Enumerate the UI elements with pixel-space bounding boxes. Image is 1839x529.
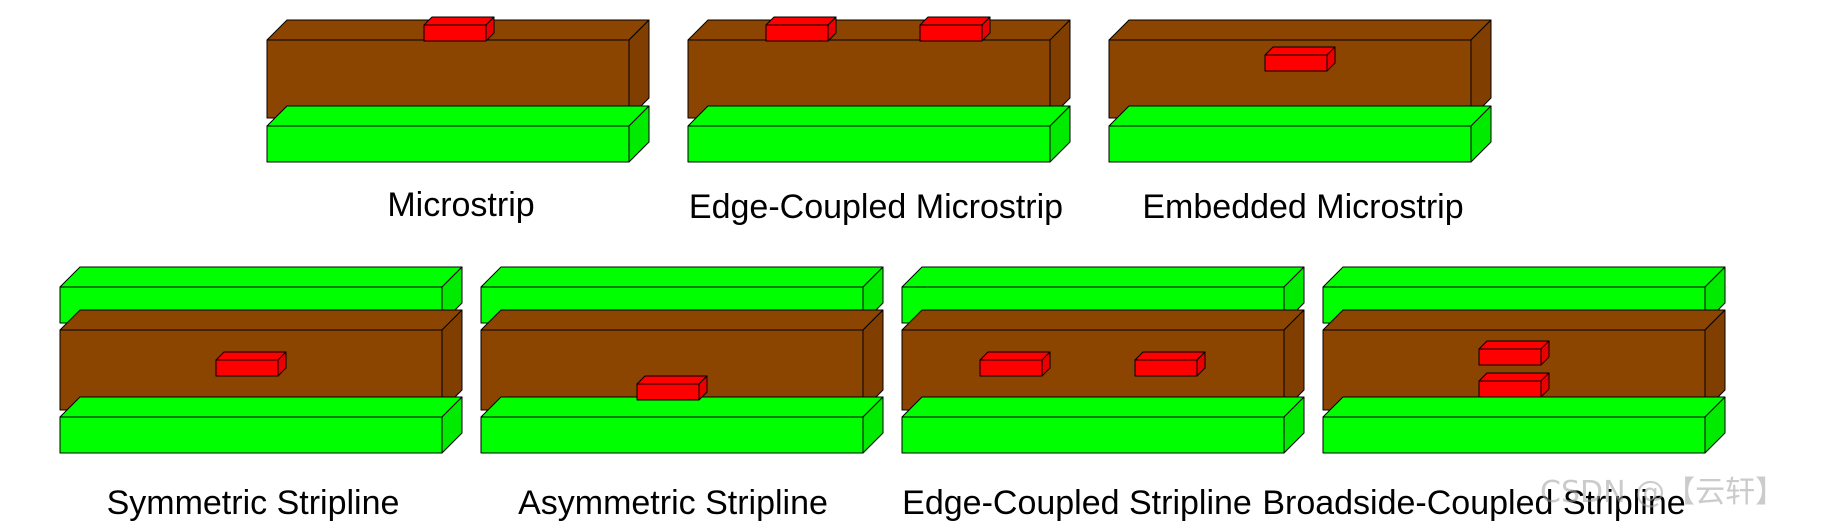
label-microstrip: Microstrip: [387, 186, 535, 224]
top-face: [266, 105, 650, 127]
front-face: [901, 416, 1285, 454]
top-face: [1478, 340, 1550, 350]
signal-trace-right: [919, 16, 991, 42]
label-edge-coupled-microstrip: Edge-Coupled Microstrip: [688, 188, 1064, 226]
signal-trace: [215, 351, 287, 377]
signal-trace: [1264, 46, 1336, 72]
top-face: [1134, 351, 1206, 361]
label-asymmetric-stripline: Asymmetric Stripline: [518, 484, 828, 522]
top-face: [59, 309, 463, 331]
dielectric-layer: [480, 309, 884, 411]
diagram-symmetric-stripline: [59, 266, 463, 454]
diagram-asymmetric-stripline: [480, 266, 884, 454]
front-face: [765, 24, 829, 42]
top-face: [919, 16, 991, 26]
diagram-embedded-microstrip: [1108, 19, 1492, 163]
top-face: [901, 396, 1305, 418]
diagram-broadside-coupled-stripline: [1322, 266, 1726, 454]
dielectric-layer: [687, 19, 1071, 119]
bottom-ground-plane: [1322, 396, 1726, 454]
front-face: [1478, 348, 1542, 366]
signal-trace-left: [979, 351, 1051, 377]
top-face: [979, 351, 1051, 361]
front-face: [979, 359, 1043, 377]
front-face: [919, 24, 983, 42]
diagram-microstrip: [266, 16, 650, 163]
top-face: [423, 16, 495, 26]
front-face: [1264, 54, 1328, 72]
bottom-ground-plane: [901, 396, 1305, 454]
front-face: [480, 416, 864, 454]
top-face: [901, 309, 1305, 331]
top-face: [1264, 46, 1336, 56]
dielectric-layer: [266, 19, 650, 119]
front-face: [423, 24, 487, 42]
bottom-ground-plane: [59, 396, 463, 454]
top-face: [687, 105, 1071, 127]
top-face: [59, 396, 463, 418]
top-face: [765, 16, 837, 26]
front-face: [636, 383, 700, 401]
top-face: [1108, 105, 1492, 127]
signal-trace-right: [1134, 351, 1206, 377]
front-face: [687, 125, 1051, 163]
signal-trace-upper: [1478, 340, 1550, 366]
ground-plane: [687, 105, 1071, 163]
diagram-edge-coupled-stripline: [901, 266, 1305, 454]
ground-plane: [266, 105, 650, 163]
front-face: [266, 125, 630, 163]
top-face: [1108, 19, 1492, 41]
front-face: [59, 416, 443, 454]
ground-plane: [1108, 105, 1492, 163]
top-face: [480, 309, 884, 331]
dielectric-layer: [901, 309, 1305, 411]
signal-trace-left: [765, 16, 837, 42]
top-face: [1322, 309, 1726, 331]
front-face: [1108, 125, 1472, 163]
top-face: [901, 266, 1305, 288]
front-face: [1134, 359, 1198, 377]
label-symmetric-stripline: Symmetric Stripline: [106, 484, 400, 522]
top-face: [1322, 396, 1726, 418]
front-face: [1322, 416, 1706, 454]
top-face: [215, 351, 287, 361]
dielectric-layer: [1322, 309, 1726, 411]
top-face: [1478, 372, 1550, 382]
label-edge-coupled-stripline: Edge-Coupled Stripline: [902, 484, 1252, 522]
label-broadside-coupled-stripline: Broadside-Coupled Stripline: [1262, 484, 1686, 522]
dielectric-layer: [1108, 19, 1492, 119]
bottom-ground-plane: [480, 396, 884, 454]
top-face: [636, 375, 708, 385]
front-face: [1478, 380, 1542, 398]
front-face: [215, 359, 279, 377]
label-embedded-microstrip: Embedded Microstrip: [1142, 188, 1464, 226]
diagram-edge-coupled-microstrip: [687, 16, 1071, 163]
watermark: CSDN @【云轩】: [1540, 475, 1786, 510]
top-face: [1322, 266, 1726, 288]
top-face: [59, 266, 463, 288]
signal-trace: [636, 375, 708, 401]
signal-trace-lower: [1478, 372, 1550, 398]
top-face: [687, 19, 1071, 41]
signal-trace: [423, 16, 495, 42]
top-face: [480, 266, 884, 288]
